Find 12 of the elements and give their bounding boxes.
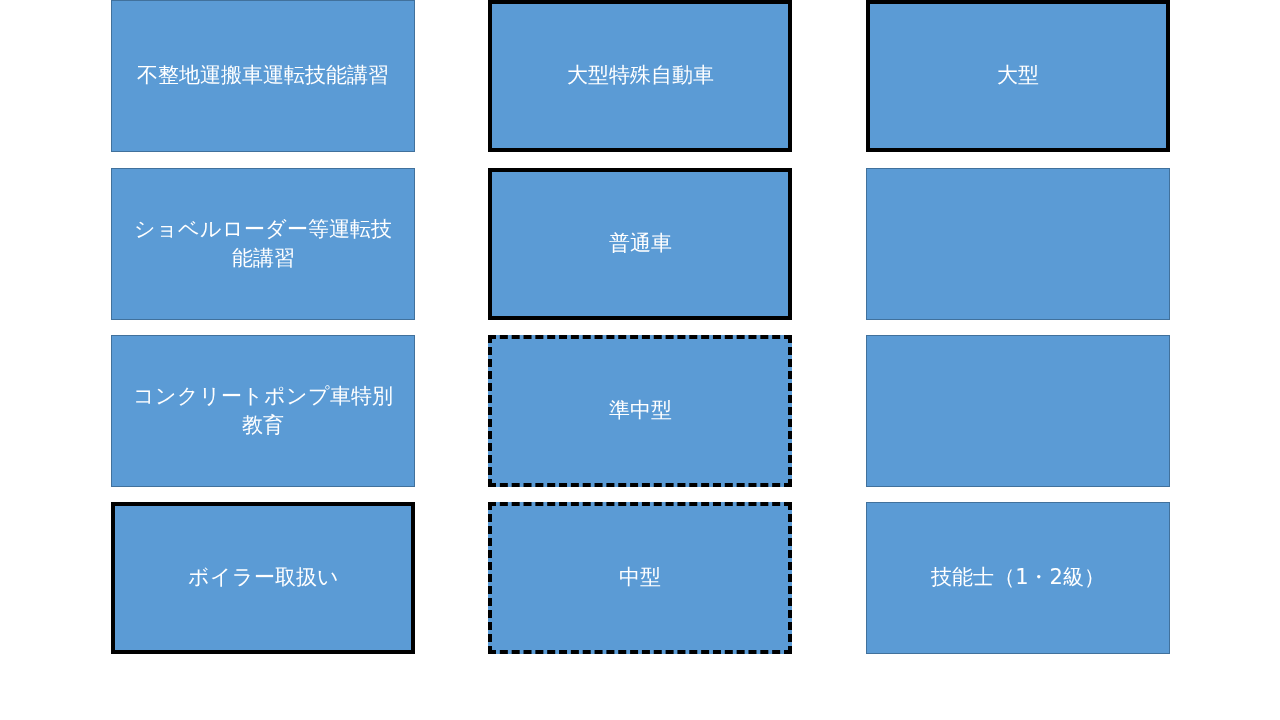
empty-box [866, 168, 1170, 320]
process-box: ボイラー取扱い [111, 502, 415, 654]
process-box: 普通車 [488, 168, 792, 320]
process-box: 大型特殊自動車 [488, 0, 792, 152]
process-box: コンクリートポンプ車特別教育 [111, 335, 415, 487]
process-box: 中型 [488, 502, 792, 654]
process-box: ショベルローダー等運転技能講習 [111, 168, 415, 320]
empty-box [866, 335, 1170, 487]
process-box: 技能士（1・2級） [866, 502, 1170, 654]
process-box: 不整地運搬車運転技能講習 [111, 0, 415, 152]
process-box: 大型 [866, 0, 1170, 152]
process-box: 準中型 [488, 335, 792, 487]
